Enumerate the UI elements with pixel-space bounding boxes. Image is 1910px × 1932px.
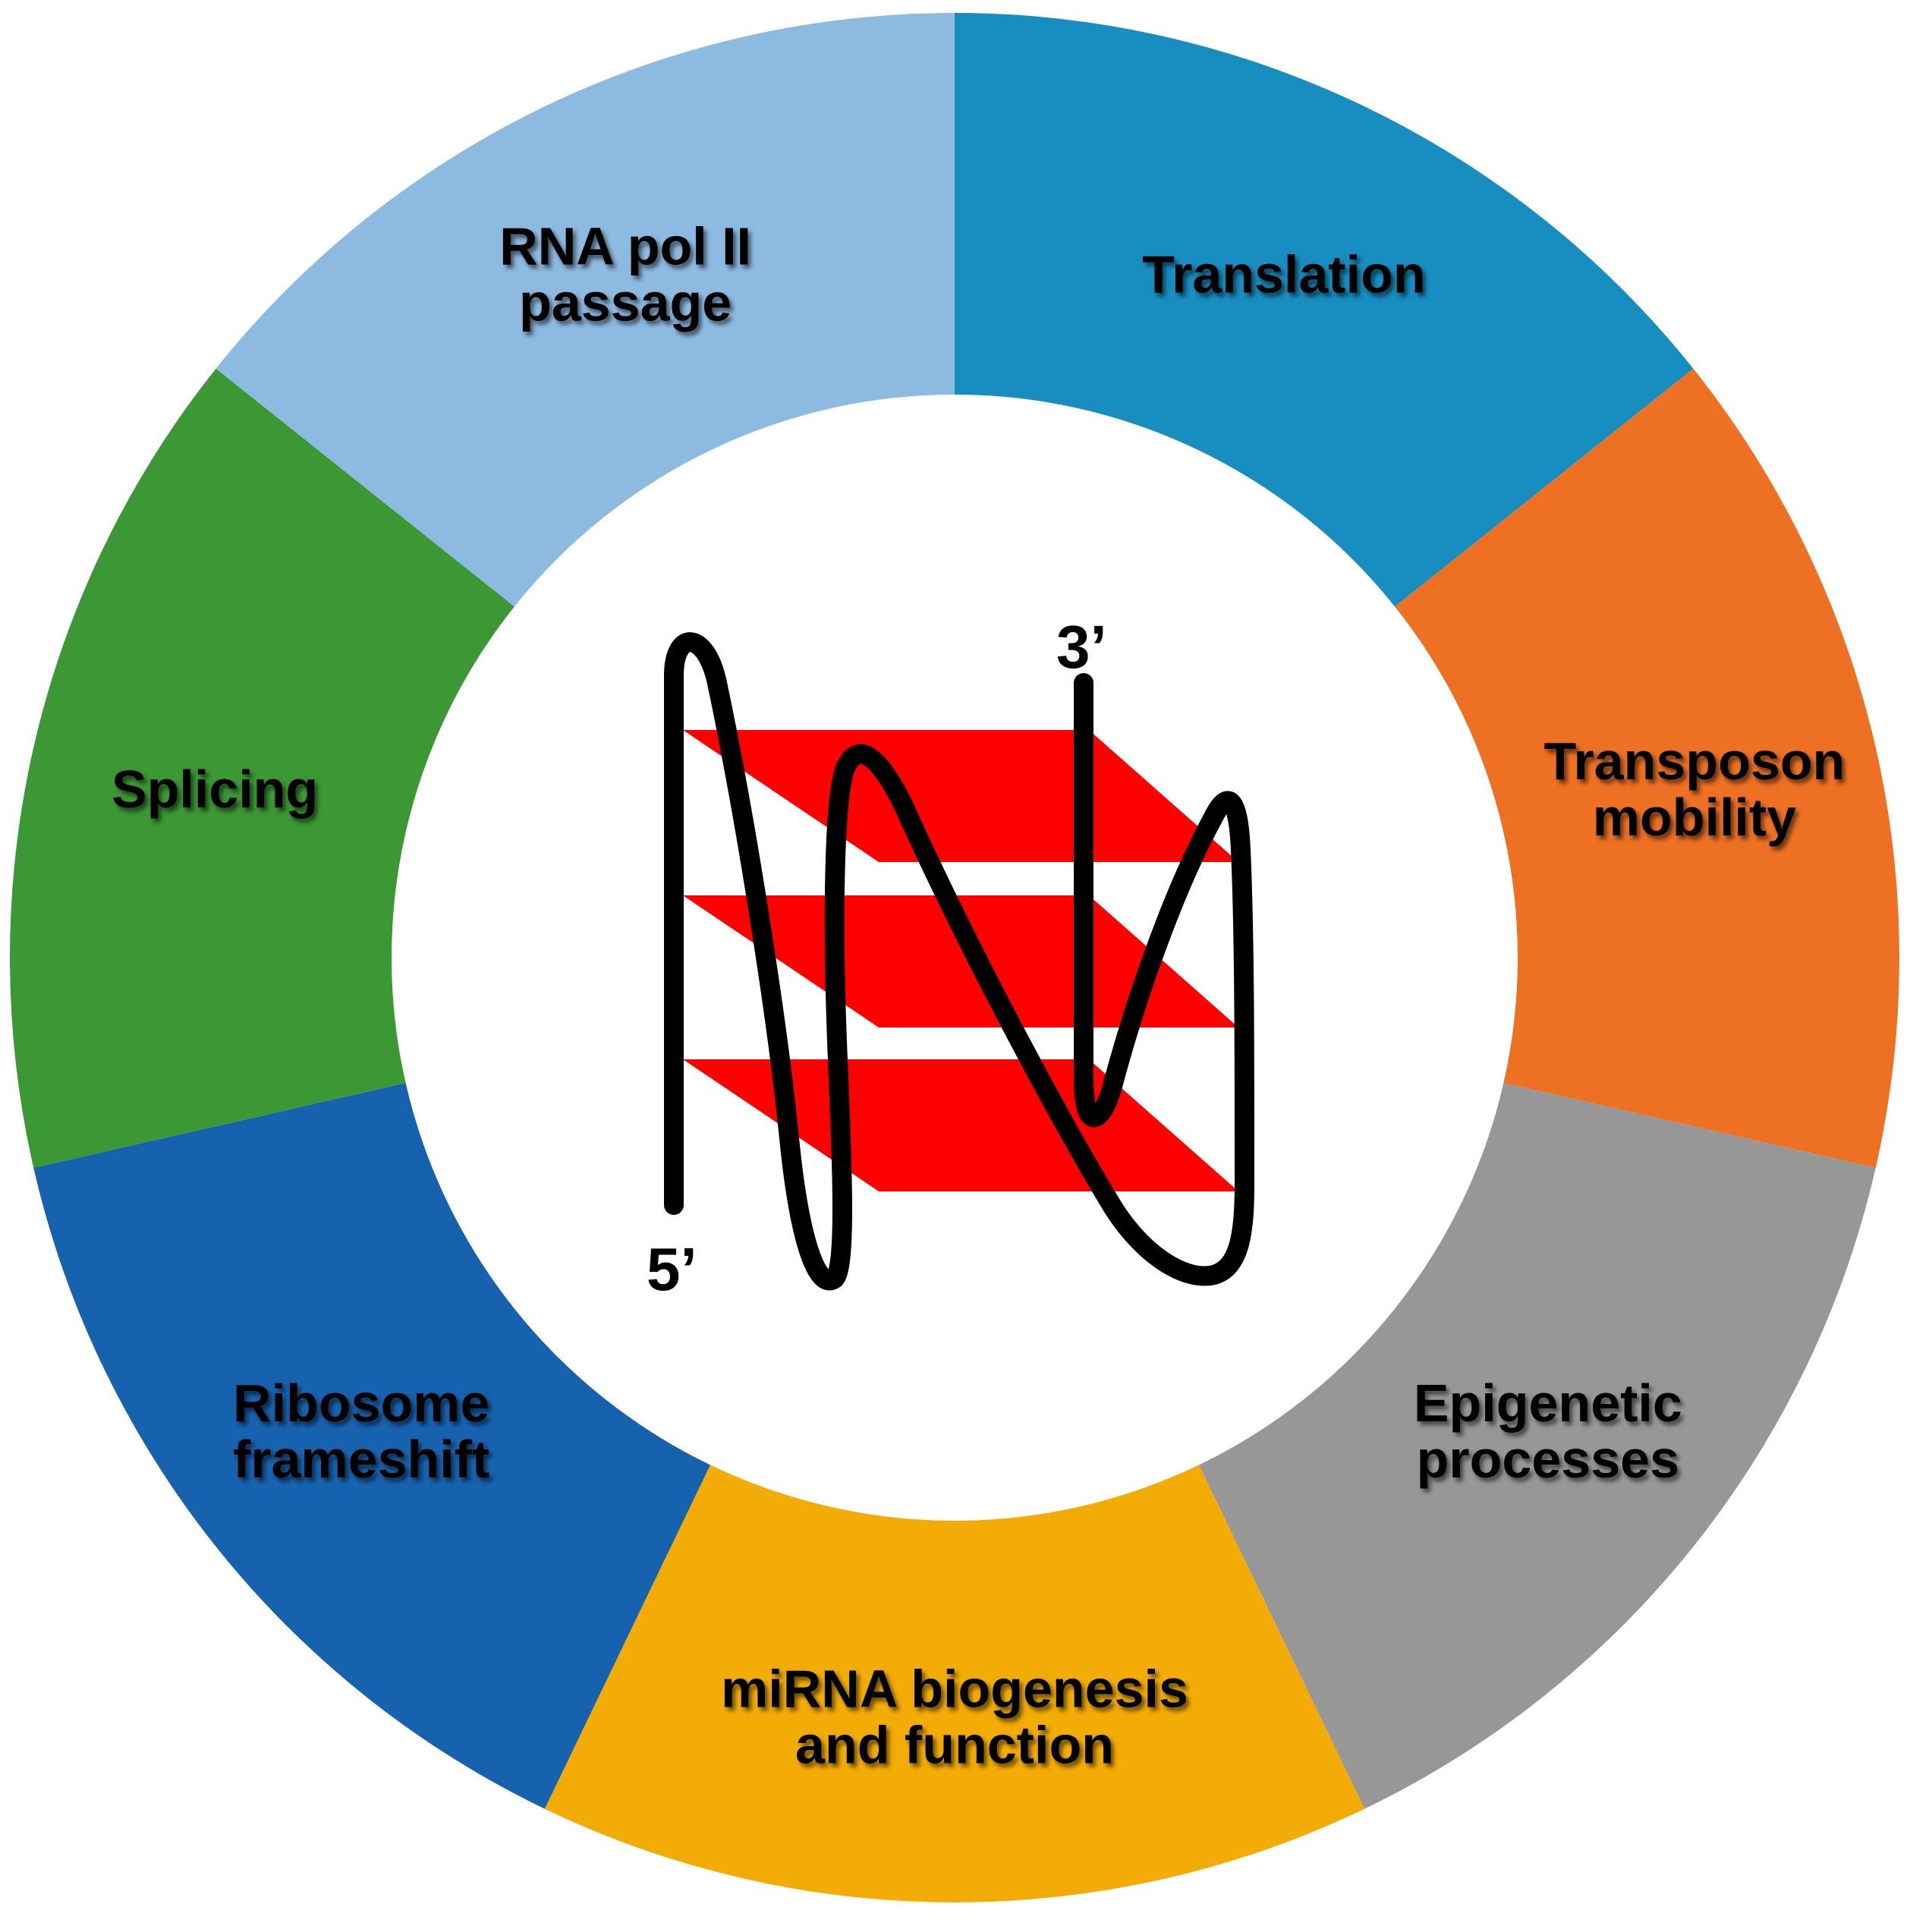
segment-splicing — [9, 368, 514, 1169]
g-tetrad-middle — [683, 895, 1238, 1027]
segment-label-line: and function — [795, 1716, 1114, 1775]
function-ring — [9, 13, 1899, 1902]
five-prime-label: 5’ — [647, 1235, 697, 1303]
segment-label-line: frameshift — [233, 1430, 489, 1489]
segment-label-line: Ribosome — [233, 1373, 489, 1433]
segment-label-line: passage — [519, 273, 732, 332]
segment-label-line: Transposon — [1544, 732, 1845, 791]
segment-label-translation: Translation — [1142, 245, 1425, 304]
nucleic-acid-strand — [664, 632, 1254, 1291]
segment-label-line: Epigenetic — [1414, 1373, 1682, 1433]
segment-label-line: miRNA biogenesis — [721, 1660, 1188, 1719]
segment-transposon-mobility — [1395, 368, 1899, 1169]
segment-label-line: RNA pol II — [499, 217, 751, 276]
g-tetrad-top — [683, 730, 1238, 862]
segment-label-line: mobility — [1593, 788, 1796, 847]
segment-label-line: processes — [1417, 1430, 1679, 1489]
segment-label-line: Translation — [1142, 245, 1425, 304]
segment-epigenetic-processes — [1198, 1083, 1876, 1809]
segment-mirna-biogenesis — [544, 1465, 1365, 1902]
segment-ribosome-frameshift — [33, 1083, 711, 1809]
segment-rna-pol-ii-passage — [216, 13, 955, 607]
g-quadruplex-structure: 5’ 3’ — [647, 613, 1254, 1303]
segment-translation — [955, 13, 1694, 607]
segment-label-line: Splicing — [112, 760, 318, 819]
three-prime-label: 3’ — [1056, 613, 1107, 681]
segment-label-splicing: Splicing — [112, 760, 318, 819]
g-tetrad-bottom — [683, 1059, 1238, 1191]
